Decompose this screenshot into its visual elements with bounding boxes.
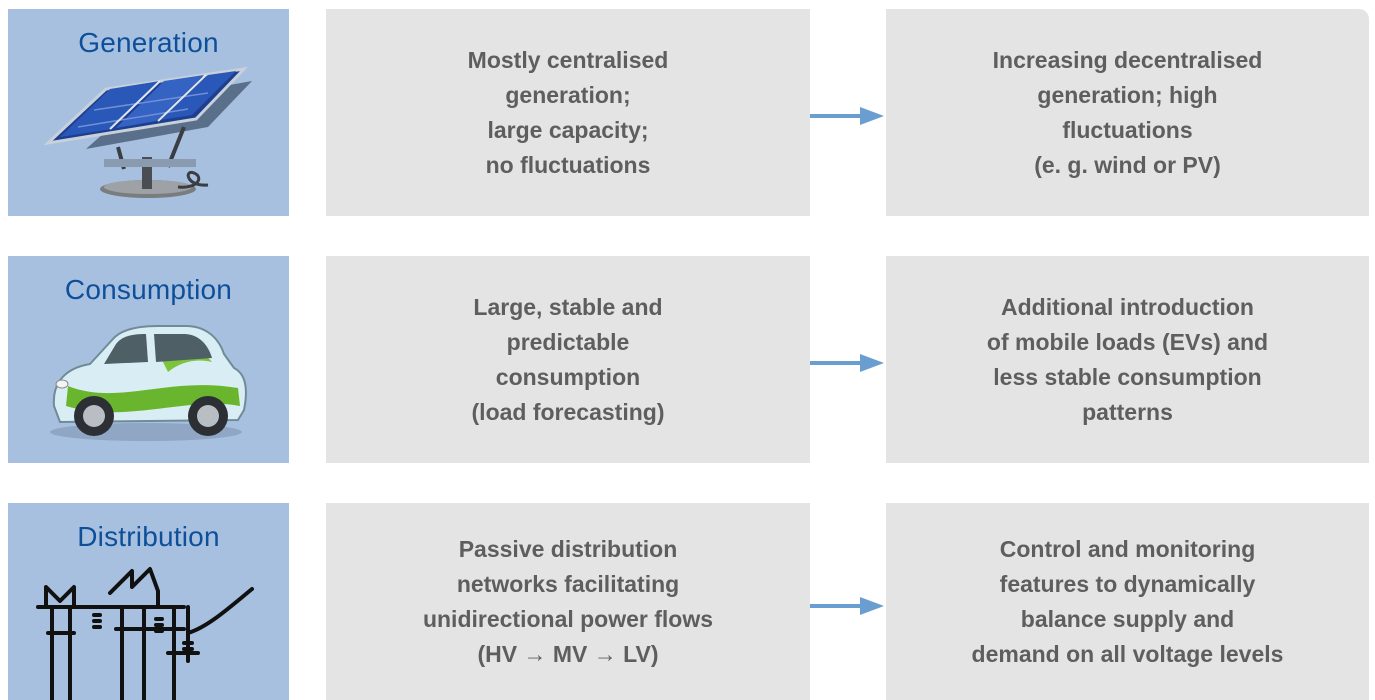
generation-future-state: Increasing decentralised generation; hig… [886, 9, 1369, 216]
electric-car-icon [50, 325, 247, 441]
arrow-right-icon [810, 107, 884, 125]
generation-category: Generation [8, 9, 289, 216]
distribution-row: Distribution [0, 503, 1375, 700]
generation-future-text: Increasing decentralised generation; hig… [992, 46, 1263, 178]
distribution-future-text: Control and monitoring features to dynam… [971, 535, 1284, 667]
consumption-future-state: Additional introduction of mobile loads … [886, 256, 1369, 463]
distribution-current-text: Passive distribution networks facilitati… [422, 535, 714, 667]
arrow-right-icon [810, 354, 884, 372]
consumption-future-text: Additional introduction of mobile loads … [986, 293, 1269, 425]
category-title-consumption: Consumption [64, 274, 233, 305]
solar-panel-icon [43, 66, 252, 198]
consumption-current-state: Large, stable and predictable consumptio… [326, 256, 810, 463]
consumption-category: Consumption [8, 256, 289, 463]
consumption-current-text: Large, stable and predictable consumptio… [471, 293, 665, 425]
distribution-future-state: Control and monitoring features to dynam… [886, 503, 1369, 700]
generation-row: Generation Mostly centralised generation [0, 9, 1375, 216]
power-pylon-icon [36, 567, 254, 700]
category-title-generation: Generation [78, 27, 219, 58]
category-title-distribution: Distribution [77, 521, 220, 552]
arrow-right-icon [810, 597, 884, 615]
distribution-current-state: Passive distribution networks facilitati… [326, 503, 810, 700]
consumption-row: Consumption Large, stable and predictabl… [0, 256, 1375, 463]
generation-current-text: Mostly centralised generation; large cap… [467, 46, 669, 178]
generation-current-state: Mostly centralised generation; large cap… [326, 9, 810, 216]
distribution-category: Distribution [8, 503, 289, 700]
